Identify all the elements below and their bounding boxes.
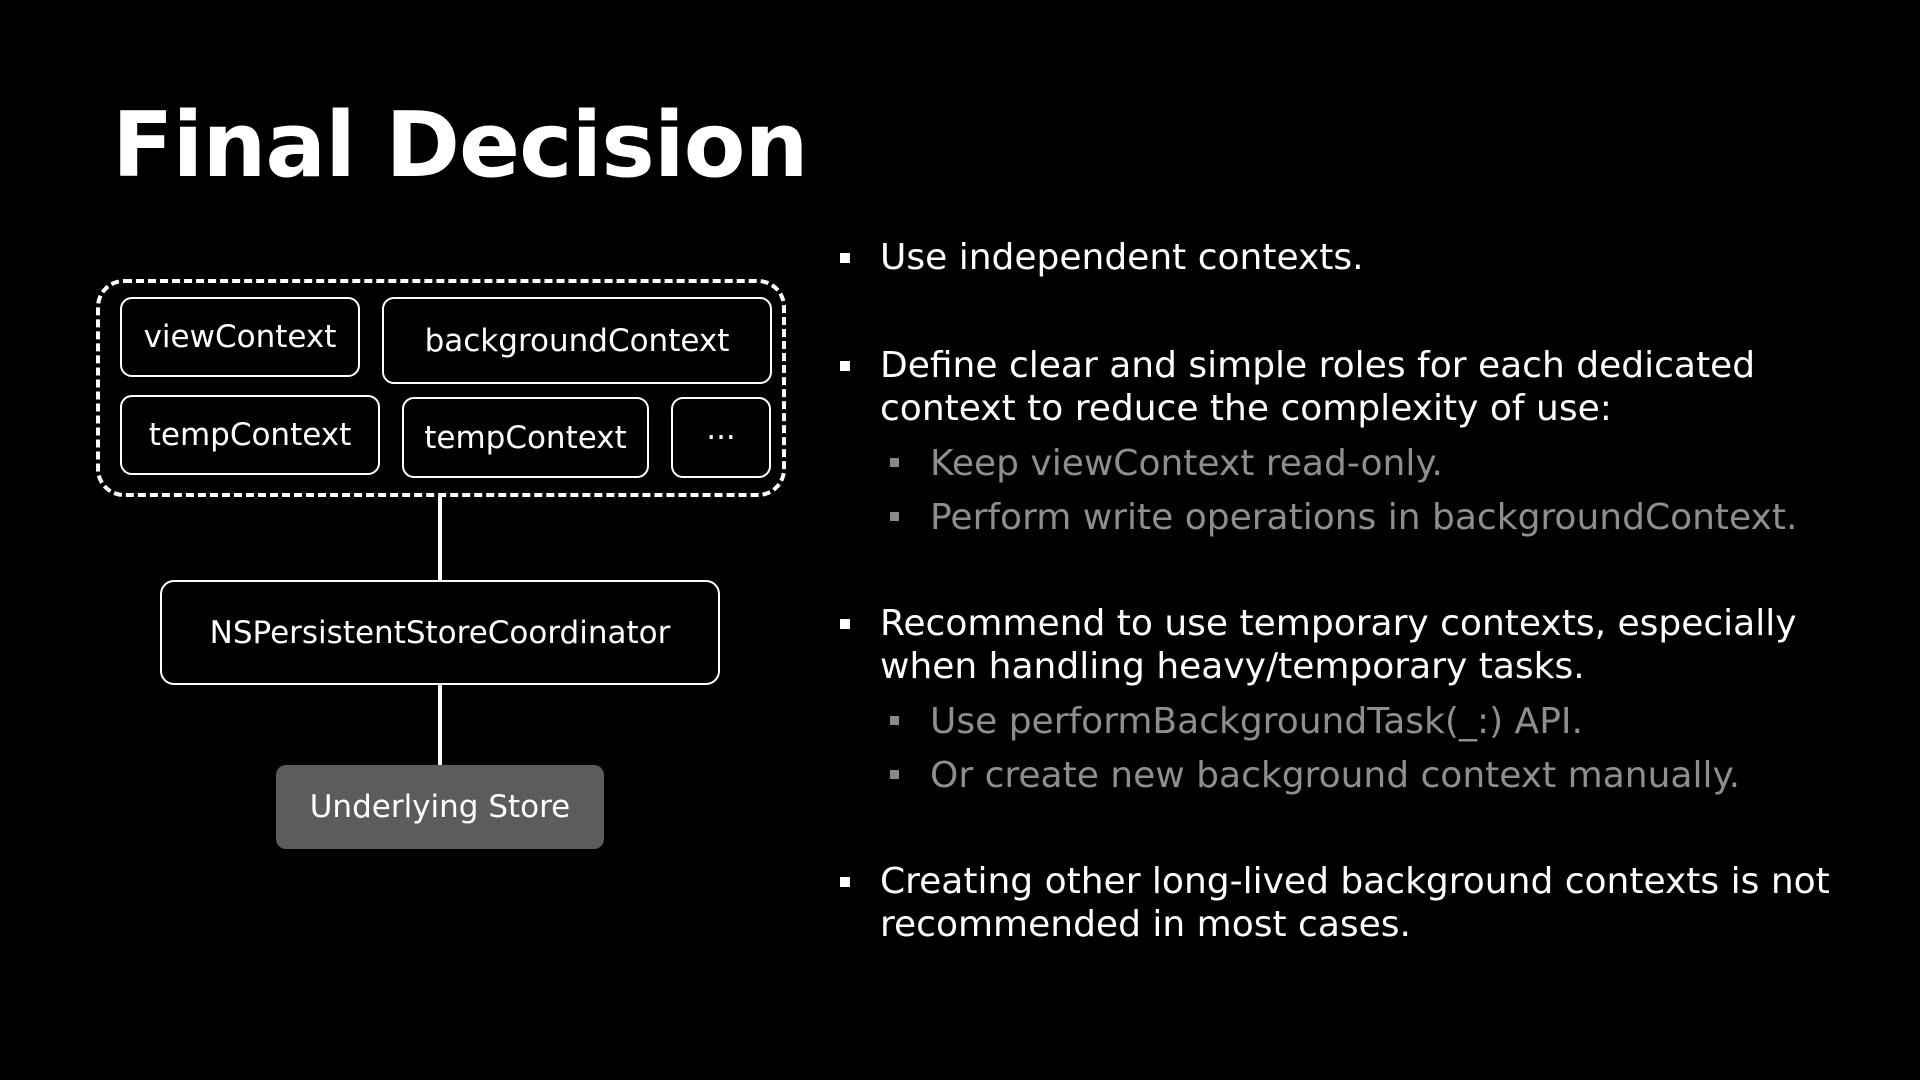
bullet-marker [840,253,850,263]
sub-bullet-text: Perform write operations in backgroundCo… [930,497,1798,538]
sub-bullet-text: Use performBackgroundTask(_:) API. [930,701,1583,742]
view-context-box: viewContext [120,297,360,377]
more-contexts-box: ··· [671,397,771,478]
temp-context-box-1: tempContext [120,395,380,475]
connector-line-coordinator-store [438,685,442,765]
slide-title: Final Decision [112,93,809,198]
managed-object-contexts-group [96,279,786,497]
bullet-text: Define clear and simple roles for each d… [880,345,1756,429]
connector-line-contexts-coordinator [438,497,442,580]
background-context-box: backgroundContext [382,297,772,384]
sub-bullet-text: Or create new background context manuall… [930,755,1741,796]
bullet-text: Creating other long-lived background con… [880,861,1830,945]
sub-bullet-marker [890,512,899,521]
sub-bullet-marker [890,770,899,779]
underlying-store-box: Underlying Store [276,765,604,849]
sub-bullet-marker [890,716,899,725]
bullet-text: Use independent contexts. [880,237,1364,278]
temp-context-box-2: tempContext [402,397,649,478]
bullet-text: Recommend to use temporary contexts, esp… [880,603,1797,687]
sub-bullet-marker [890,458,899,467]
sub-bullet-text: Keep viewContext read-only. [930,443,1443,484]
bullet-marker [840,877,850,887]
bullet-marker [840,361,850,371]
bullet-marker [840,619,850,629]
persistent-store-coordinator-box: NSPersistentStoreCoordinator [160,580,720,685]
